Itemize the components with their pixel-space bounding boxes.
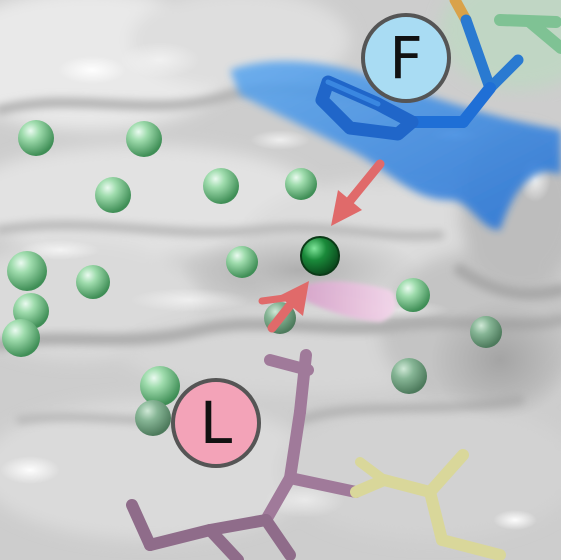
phenylalanine-surface-patch <box>230 61 561 230</box>
water-molecule <box>126 121 162 157</box>
water-molecule <box>140 366 180 406</box>
arrow-bottom <box>258 281 309 333</box>
residue-label-f: F <box>361 13 451 103</box>
residue-label-l-text: L <box>199 389 233 457</box>
central-water-molecule <box>300 236 340 276</box>
water-molecule <box>135 400 171 436</box>
arrow-top <box>331 159 385 226</box>
water-molecule <box>2 319 40 357</box>
water-molecule <box>470 316 502 348</box>
water-molecule <box>18 120 54 156</box>
leucine-surface-patch <box>305 281 397 322</box>
adjacent-side-chain <box>350 449 506 560</box>
residue-label-f-text: F <box>389 24 423 92</box>
phenylalanine-side-chain <box>315 0 524 141</box>
water-molecule <box>391 358 427 394</box>
water-molecule <box>7 251 47 291</box>
water-molecule <box>203 168 239 204</box>
water-molecule <box>95 177 131 213</box>
water-molecules <box>2 120 502 436</box>
leucine-side-chain <box>126 349 362 560</box>
water-molecule <box>226 246 258 278</box>
residue-label-l: L <box>171 378 261 468</box>
water-molecule <box>396 278 430 312</box>
green-side-chain <box>494 14 561 54</box>
water-molecule <box>285 168 317 200</box>
water-molecule <box>76 265 110 299</box>
